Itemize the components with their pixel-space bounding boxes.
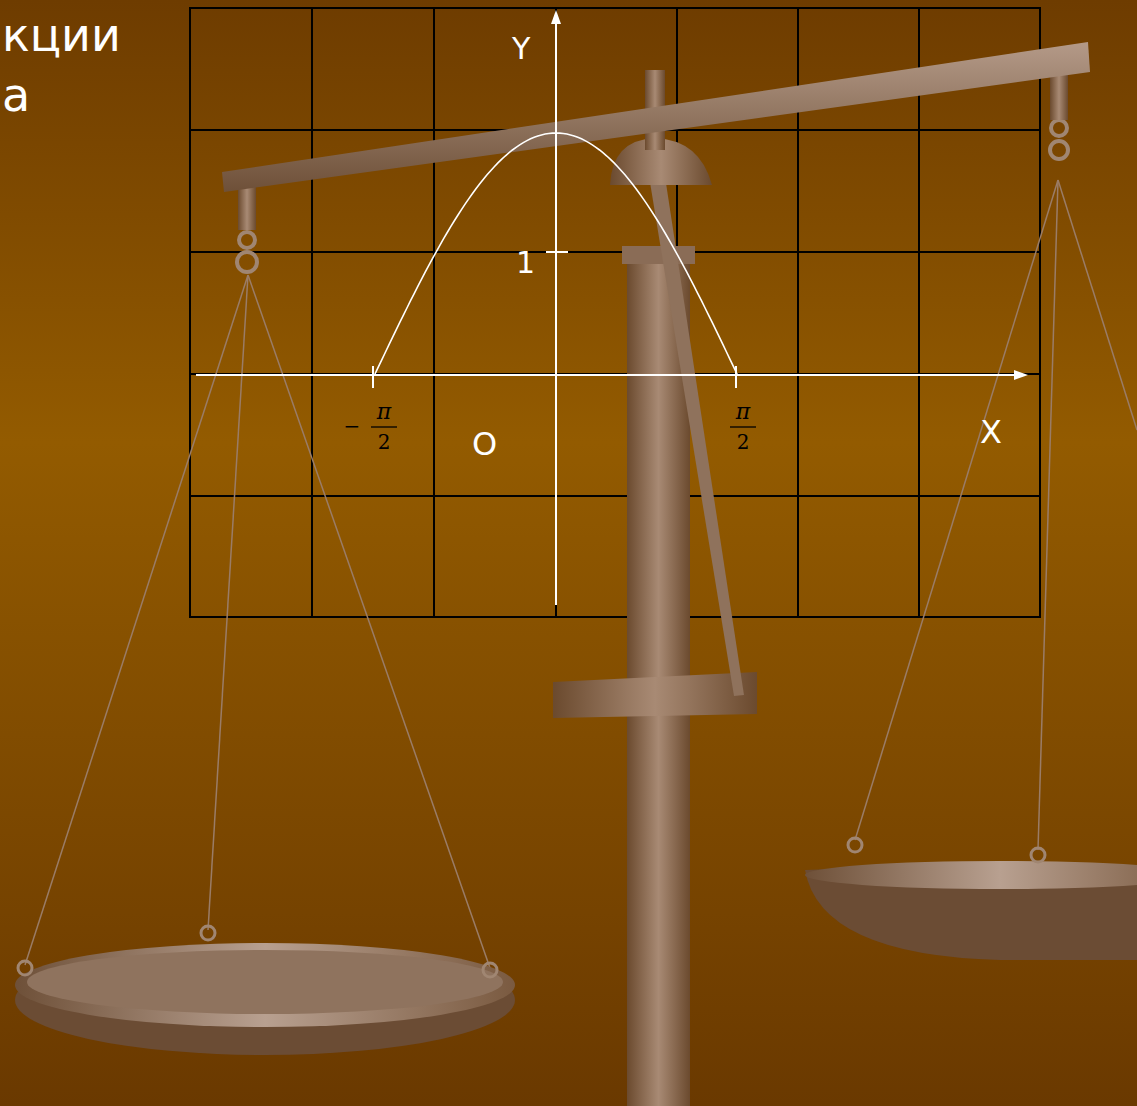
tick-label: 1 xyxy=(516,248,535,278)
fraction-denominator: 2 xyxy=(378,432,391,452)
balance-scales xyxy=(15,42,1137,1106)
fraction-sign: − xyxy=(344,416,361,436)
axis-label: Y xyxy=(512,34,530,64)
fraction-denominator: 2 xyxy=(737,432,750,452)
fraction-numerator: π xyxy=(377,401,391,423)
grid xyxy=(190,8,1040,617)
axis-label: X xyxy=(980,416,1002,448)
title-fragment: а xyxy=(2,72,30,118)
origin-label: O xyxy=(472,428,497,460)
coordinate-axes xyxy=(196,10,1028,605)
title-fragment: кции xyxy=(2,12,121,58)
cosine-curve xyxy=(375,133,738,375)
fraction-bars xyxy=(371,426,756,427)
fraction-numerator: π xyxy=(736,401,750,423)
